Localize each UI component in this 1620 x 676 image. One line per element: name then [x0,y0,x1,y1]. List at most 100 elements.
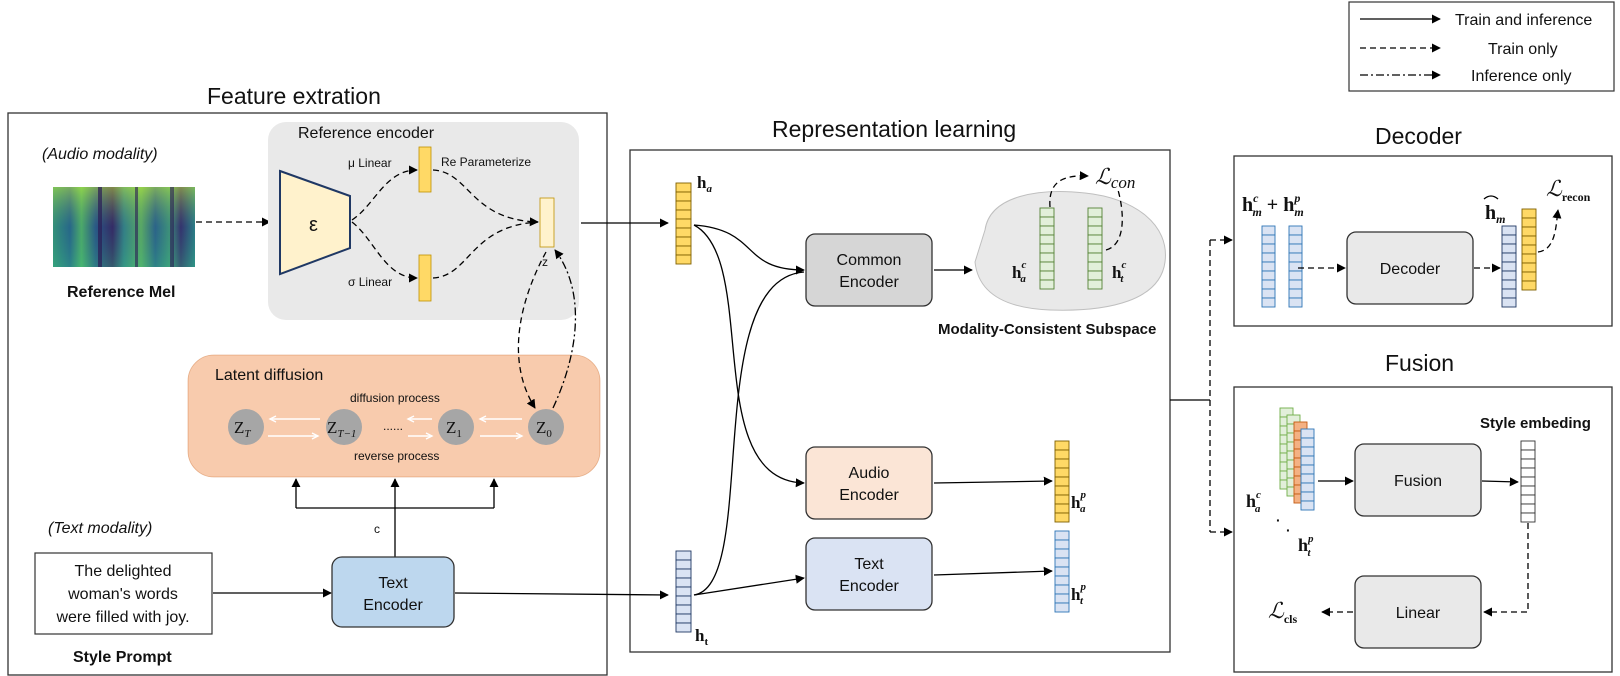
audio-modality-label: (Audio modality) [42,146,158,163]
vector-cell [1300,464,1315,475]
sigma-linear-label: σ Linear [348,275,392,289]
epsilon-label: ε [309,214,318,236]
style-embedding-label: Style embeding [1480,415,1591,432]
vector-cell [1054,440,1070,451]
reference-encoder-panel [268,122,579,320]
legend-train-and-inference: Train and inference [1455,12,1592,29]
fusion-title: Fusion [1385,350,1454,376]
vector-cell [1054,548,1070,559]
legend-train-only: Train only [1488,41,1558,58]
style-prompt-line-3: were filled with joy. [55,609,189,626]
z-vector [539,197,555,248]
vector-cell [1054,476,1070,487]
encoder-trapezoid [279,169,351,276]
vector-cell [1054,449,1070,460]
vector-cell [1520,512,1536,523]
vector-cell [1087,243,1103,254]
h-t-vector [675,550,692,633]
h-t-c-vector [1087,207,1103,290]
text-modality-label: (Text modality) [48,520,152,537]
vector-cell [1261,288,1276,299]
common-encoder-line-1: Common [837,252,902,269]
vector-cell [1288,270,1303,281]
vector-cell [675,227,692,238]
mu-to-z-arrow [432,169,539,227]
diffusion-chain: ZT ZT−1 ...... Z1 Z0 [228,409,564,445]
z-to-z0-arrow [517,251,547,409]
vector-cell [1288,279,1303,290]
to-lrecon-arrow [1537,209,1562,253]
node-zT-1 [326,409,362,445]
vector-cell [1039,243,1055,254]
style-prompt-box [34,552,213,635]
reverse-arrows [268,432,524,440]
vector-cell [1054,602,1070,613]
vector-cell [1300,455,1315,466]
z0-to-z-arrow [552,249,577,409]
vector-cell [1039,270,1055,281]
vector-cell [1039,225,1055,236]
vector-cell [1261,252,1276,263]
decoder-box-label: Decoder [1380,261,1441,278]
fusion-out-arrow [1481,477,1519,487]
decoder-h-m-c-vector [1261,225,1276,308]
vector-cell [1300,446,1315,457]
vector-cell [1300,500,1315,511]
vector-cell [675,191,692,202]
vector-cell [1054,584,1070,595]
vector-cell [1261,243,1276,254]
vector-cell [1261,225,1276,236]
h-a-p-vector [1054,440,1070,523]
vector-cell [1087,261,1103,272]
h-a-c-vector [1039,207,1055,290]
vector-cell [1087,279,1103,290]
vector-cell [1054,458,1070,469]
vector-cell [1521,235,1537,246]
vector-cell [675,209,692,220]
legend-inference-only: Inference only [1471,68,1572,85]
ha-to-common-arrow [693,224,805,275]
text-encoder-rep-line-2: Encoder [839,578,899,595]
subspace-blob [974,191,1166,311]
vector-cell [1288,243,1303,254]
vector-cell [1087,270,1103,281]
vector-cell [1087,225,1103,236]
vector-cell [675,254,692,265]
decoder-title: Decoder [1375,123,1462,149]
common-encoder-box [805,233,933,307]
vector-cell [1087,216,1103,227]
fusion-box [1354,443,1482,517]
vector-cell [1300,473,1315,484]
vector-cell [675,200,692,211]
text-encoder-box-rep [805,537,933,611]
vector-cell [1521,208,1537,219]
style-embedding-vector [1520,440,1536,523]
decoder-h-m-hat-vector [1501,225,1517,308]
decoder-h-m-p-vector [1288,225,1303,308]
linear-box [1354,575,1482,649]
vector-cell [1288,252,1303,263]
vector-cell [1087,234,1103,245]
enc-to-sigma-arrow [351,221,418,283]
vector-cell [1501,225,1517,236]
latent-diffusion-panel [187,354,601,478]
subspace-label: Modality-Consistent Subspace [938,321,1156,338]
vector-cell [1261,279,1276,290]
fusion-input-stack [1279,407,1315,511]
vector-cell [1521,280,1537,291]
linear-box-label: Linear [1396,605,1441,622]
mel-spectrogram-image [53,187,195,267]
vector-cell [675,218,692,229]
htc-to-lcon-arrow [1105,189,1123,251]
vector-cell [1300,491,1315,502]
vector-cell [1039,207,1055,218]
vector-cell [1520,485,1536,496]
vector-cell [1288,261,1303,272]
vector-cell [1054,539,1070,550]
h-t-p-vector [1054,530,1070,613]
